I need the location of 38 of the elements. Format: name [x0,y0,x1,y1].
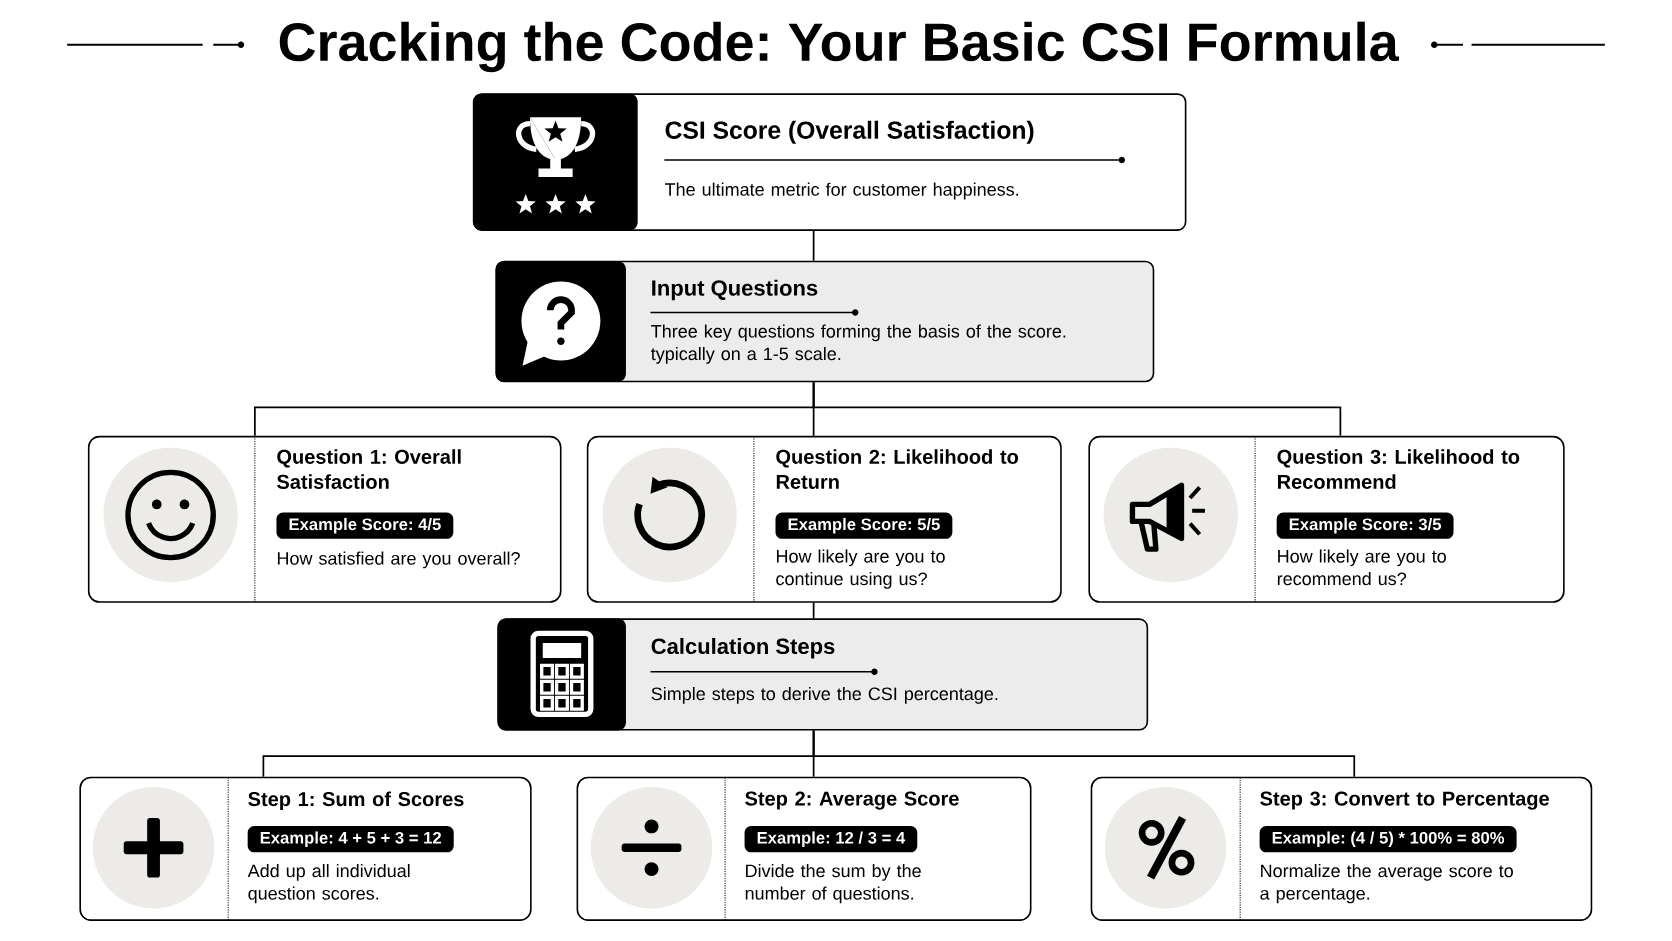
card-title: Step 2: Average Score [745,791,959,810]
example-badge: Example: 4 + 5 + 3 = 12 [247,826,454,853]
example-badge: Example: (4 / 5) * 100% = 80% [1259,826,1517,853]
info-card [495,260,1155,383]
item-card [576,776,1032,921]
info-card [472,93,1187,231]
card-title: Question 2: Likelihood to Return [776,449,1019,489]
card-description: Simple steps to derive the CSI percentage. [651,686,998,704]
item-card [79,776,532,921]
example-badge: Example Score: 5/5 [775,512,953,539]
connector-line [812,381,1342,437]
item-card [1088,435,1565,603]
card-title: Input Questions [652,279,818,301]
card-title: Calculation Steps [651,637,835,659]
connector-line [812,729,1356,778]
example-badge: Example Score: 4/5 [276,512,454,539]
card-description: How likely are you to recommend us? [1277,549,1446,586]
card-title: Question 1: Overall Satisfaction [277,449,461,489]
card-title: CSI Score (Overall Satisfaction) [665,120,1034,144]
card-description: Add up all individual question scores. [247,864,410,904]
item-card [586,435,1062,603]
example-badge: Example: 12 / 3 = 4 [744,826,918,853]
card-title: Step 1: Sum of Scores [248,791,464,811]
card-title: Step 3: Convert to Percentage [1260,791,1549,810]
card-description: How satisfied are you overall? [277,551,520,569]
card-description: Divide the sum by the number of questions. [745,864,921,904]
card-title: Question 3: Likelihood to Recommend [1277,449,1520,489]
info-card [497,618,1149,731]
title: Cracking the Code: Your Basic CSI Formula [279,21,1399,73]
example-badge: Example Score: 3/5 [1276,512,1454,539]
card-description: How likely are you to continue using us? [776,549,945,589]
connector-line [812,601,815,620]
connector-line [812,230,815,262]
item-card [1090,776,1593,921]
item-card [87,435,562,603]
card-description: Three key questions forming the basis of the score. typically on a 1-5 scale. [651,324,1066,364]
card-description: The ultimate metric for customer happiness. [665,182,1019,200]
card-description: Normalize the average score to a percentage. [1260,864,1513,904]
